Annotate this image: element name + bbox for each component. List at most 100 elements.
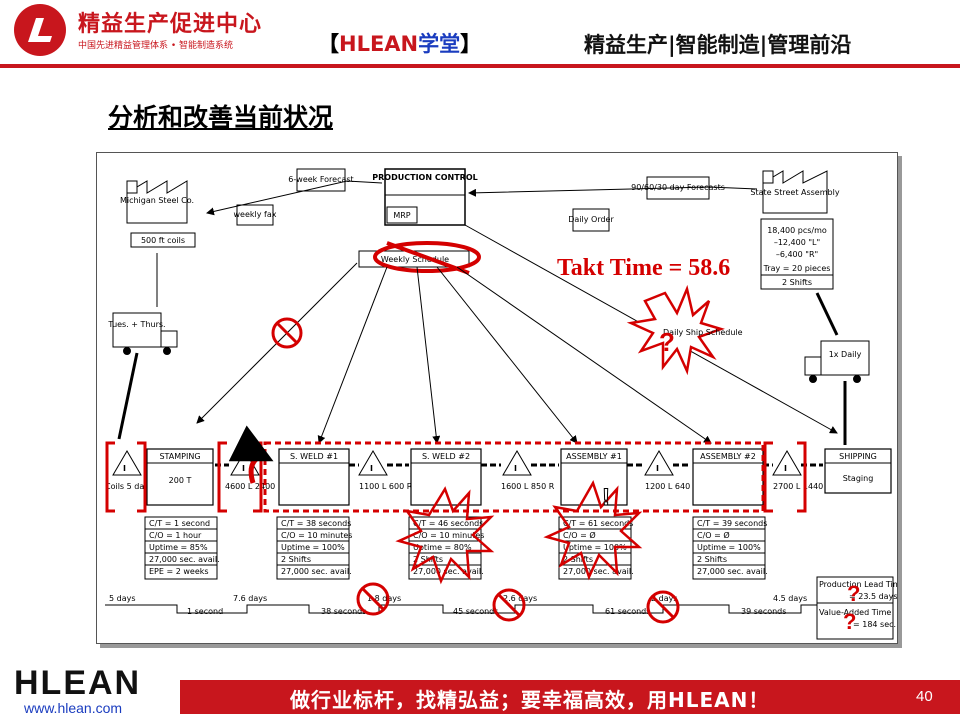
weld2-data-3: Uptime = 80% xyxy=(413,543,472,552)
asm1-data-2: C/O = Ø xyxy=(563,530,596,540)
asm1-data-5: 27,000 sec. avail. xyxy=(563,567,634,576)
asm2-data-4: 2 Shifts xyxy=(697,555,727,564)
no-inventory-icon-2 xyxy=(492,588,526,622)
daily-ship-label: Daily Ship Schedule xyxy=(663,328,743,337)
weld1-data-1: C/T = 38 seconds xyxy=(281,519,351,528)
header-bar: 精益生产促进中心 中国先进精益管理体系 • 智能制造系统 【HLEAN学堂】 精… xyxy=(0,0,960,66)
svg-text:I: I xyxy=(784,464,787,473)
timeline-day-4: 2.6 days xyxy=(503,594,537,603)
shipping-label: SHIPPING xyxy=(839,452,877,461)
asm2-data-1: C/T = 39 seconds xyxy=(697,519,767,528)
supplier-name: Michigan Steel Co. xyxy=(120,196,194,205)
asm2-data-2: C/O = Ø xyxy=(697,530,730,540)
inventory-weld2: 1600 L 850 R xyxy=(501,482,555,491)
inventory-coils: Coils 5 days xyxy=(105,482,153,491)
weld2-data-2: C/O = 10 minutes xyxy=(413,531,484,540)
no-push-icon xyxy=(271,317,303,349)
no-inventory-icon-1 xyxy=(356,582,390,616)
process-box-weld1 xyxy=(278,448,350,506)
weld1-data-3: Uptime = 100% xyxy=(281,543,345,552)
timeline-sec-3: 45 seconds xyxy=(453,607,498,616)
asm1-data-4: 2 Shifts xyxy=(563,555,593,564)
customer-truck-icon xyxy=(804,340,870,383)
svg-text:I: I xyxy=(656,464,659,473)
shipping-box xyxy=(824,448,892,494)
weld1-data-2: C/O = 10 minutes xyxy=(281,531,352,540)
timeline-sec-1: 1 second xyxy=(187,607,223,616)
value-added-label: Value-Added Time xyxy=(819,608,891,617)
svg-text:I: I xyxy=(123,464,126,473)
header-slogan: 精益生产|智能制造|管理前沿 xyxy=(584,33,852,57)
page-number: 40 xyxy=(916,688,933,705)
question-va-icon: ? xyxy=(843,609,856,634)
inventory-stamping: 4600 L 2400 R xyxy=(225,482,284,491)
question-icon: ? xyxy=(659,327,675,357)
svg-text:I: I xyxy=(370,464,373,473)
process-name-asm2: ASSEMBLY #2 xyxy=(700,452,756,461)
weld2-data-1: C/T = 46 seconds xyxy=(413,519,483,528)
customer-demand-2: –12,400 "L" xyxy=(774,238,820,247)
timeline-day-6: 4.5 days xyxy=(773,594,807,603)
inventory-asm1: 1200 L 640 R xyxy=(645,482,699,491)
org-subtitle: 中国先进精益管理体系 • 智能制造系统 xyxy=(78,41,234,51)
supplier-truck-icon xyxy=(112,312,178,355)
customer-demand-4: Tray = 20 pieces xyxy=(763,264,831,273)
supplier-truck-label: Tues. + Thurs. xyxy=(107,320,165,329)
inventory-weld1: 1100 L 600 R xyxy=(359,482,413,491)
footer-logo: HLEAN xyxy=(14,664,142,702)
timeline-sec-4: 61 seconds xyxy=(605,607,650,616)
svg-text:I: I xyxy=(242,464,245,473)
process-name-asm1: ASSEMBLY #1 xyxy=(566,452,622,461)
stamping-data-2: C/O = 1 hour xyxy=(149,531,202,540)
kaizen-group-box xyxy=(263,441,765,513)
kaizen-burst-icon xyxy=(626,284,725,376)
footer-url[interactable]: www.hlean.com xyxy=(24,700,123,716)
stamping-data-5: EPE = 2 weeks xyxy=(149,567,209,576)
weld1-data-5: 27,000 sec. avail. xyxy=(281,567,352,576)
process-name-weld2: S. WELD #2 xyxy=(422,452,470,461)
footer-slogan: 做行业标杆，找精弘益；要幸福高效，用HLEAN！ xyxy=(290,688,770,712)
process-name-stamping: STAMPING xyxy=(159,452,200,461)
customer-demand-5: 2 Shifts xyxy=(782,278,812,287)
timeline-sec-5: 39 seconds xyxy=(741,607,786,616)
customer-factory-icon xyxy=(762,170,828,214)
weld1-data-4: 2 Shifts xyxy=(281,555,311,564)
inventory-triangle-asm2 xyxy=(772,450,802,476)
weld2-data-5: 27,000 sec. avail. xyxy=(413,567,484,576)
asm1-data-3: Uptime = 100% xyxy=(563,543,627,552)
daily-order-label: Daily Order xyxy=(568,215,614,224)
value-added-value: = 184 sec. xyxy=(853,620,896,629)
lead-time-label: Production Lead Time xyxy=(819,580,897,589)
no-weekly-schedule-icon xyxy=(373,241,481,275)
timeline-ladder xyxy=(105,604,819,614)
takt-time-label: Takt Time = 58.6 xyxy=(557,255,730,281)
improvement-arrow-icon xyxy=(228,425,274,484)
lead-time-value: = 23.5 days xyxy=(849,592,897,601)
customer-truck-label: 1x Daily xyxy=(829,350,862,359)
brand-title: 【HLEAN学堂】 xyxy=(318,32,482,56)
process-box-asm2 xyxy=(692,448,764,506)
mrp-label: MRP xyxy=(393,211,410,220)
logo-mark-icon xyxy=(14,4,66,56)
kaizen-burst-weld2-icon xyxy=(395,486,495,585)
inventory-brackets xyxy=(105,441,807,513)
no-inventory-icon-3 xyxy=(646,590,680,624)
timeline-day-3: 1.8 days xyxy=(367,594,401,603)
stamping-data-4: 27,000 sec. avail. xyxy=(149,555,220,564)
page-title: 分析和改善当前状况 xyxy=(108,103,334,132)
weekly-fax-label: weekly fax xyxy=(234,210,277,219)
customer-demand-1: 18,400 pcs/mo xyxy=(767,226,827,235)
timeline-day-1: 5 days xyxy=(109,594,136,603)
staging-label: Staging xyxy=(843,474,874,483)
process-sub-stamping: 200 T xyxy=(169,476,192,485)
supplier-factory-icon xyxy=(126,180,188,224)
footer-bar xyxy=(180,680,960,714)
inventory-triangle-asm1 xyxy=(644,450,674,476)
stamping-data-3: Uptime = 85% xyxy=(149,543,208,552)
customer-name: State Street Assembly xyxy=(750,188,839,197)
timeline-sec-2: 38 seconds xyxy=(321,607,366,616)
asm2-data-3: Uptime = 100% xyxy=(697,543,761,552)
asm2-data-5: 27,000 sec. avail. xyxy=(697,567,768,576)
header-divider xyxy=(0,64,960,68)
org-name: 精益生产促进中心 xyxy=(78,12,263,37)
